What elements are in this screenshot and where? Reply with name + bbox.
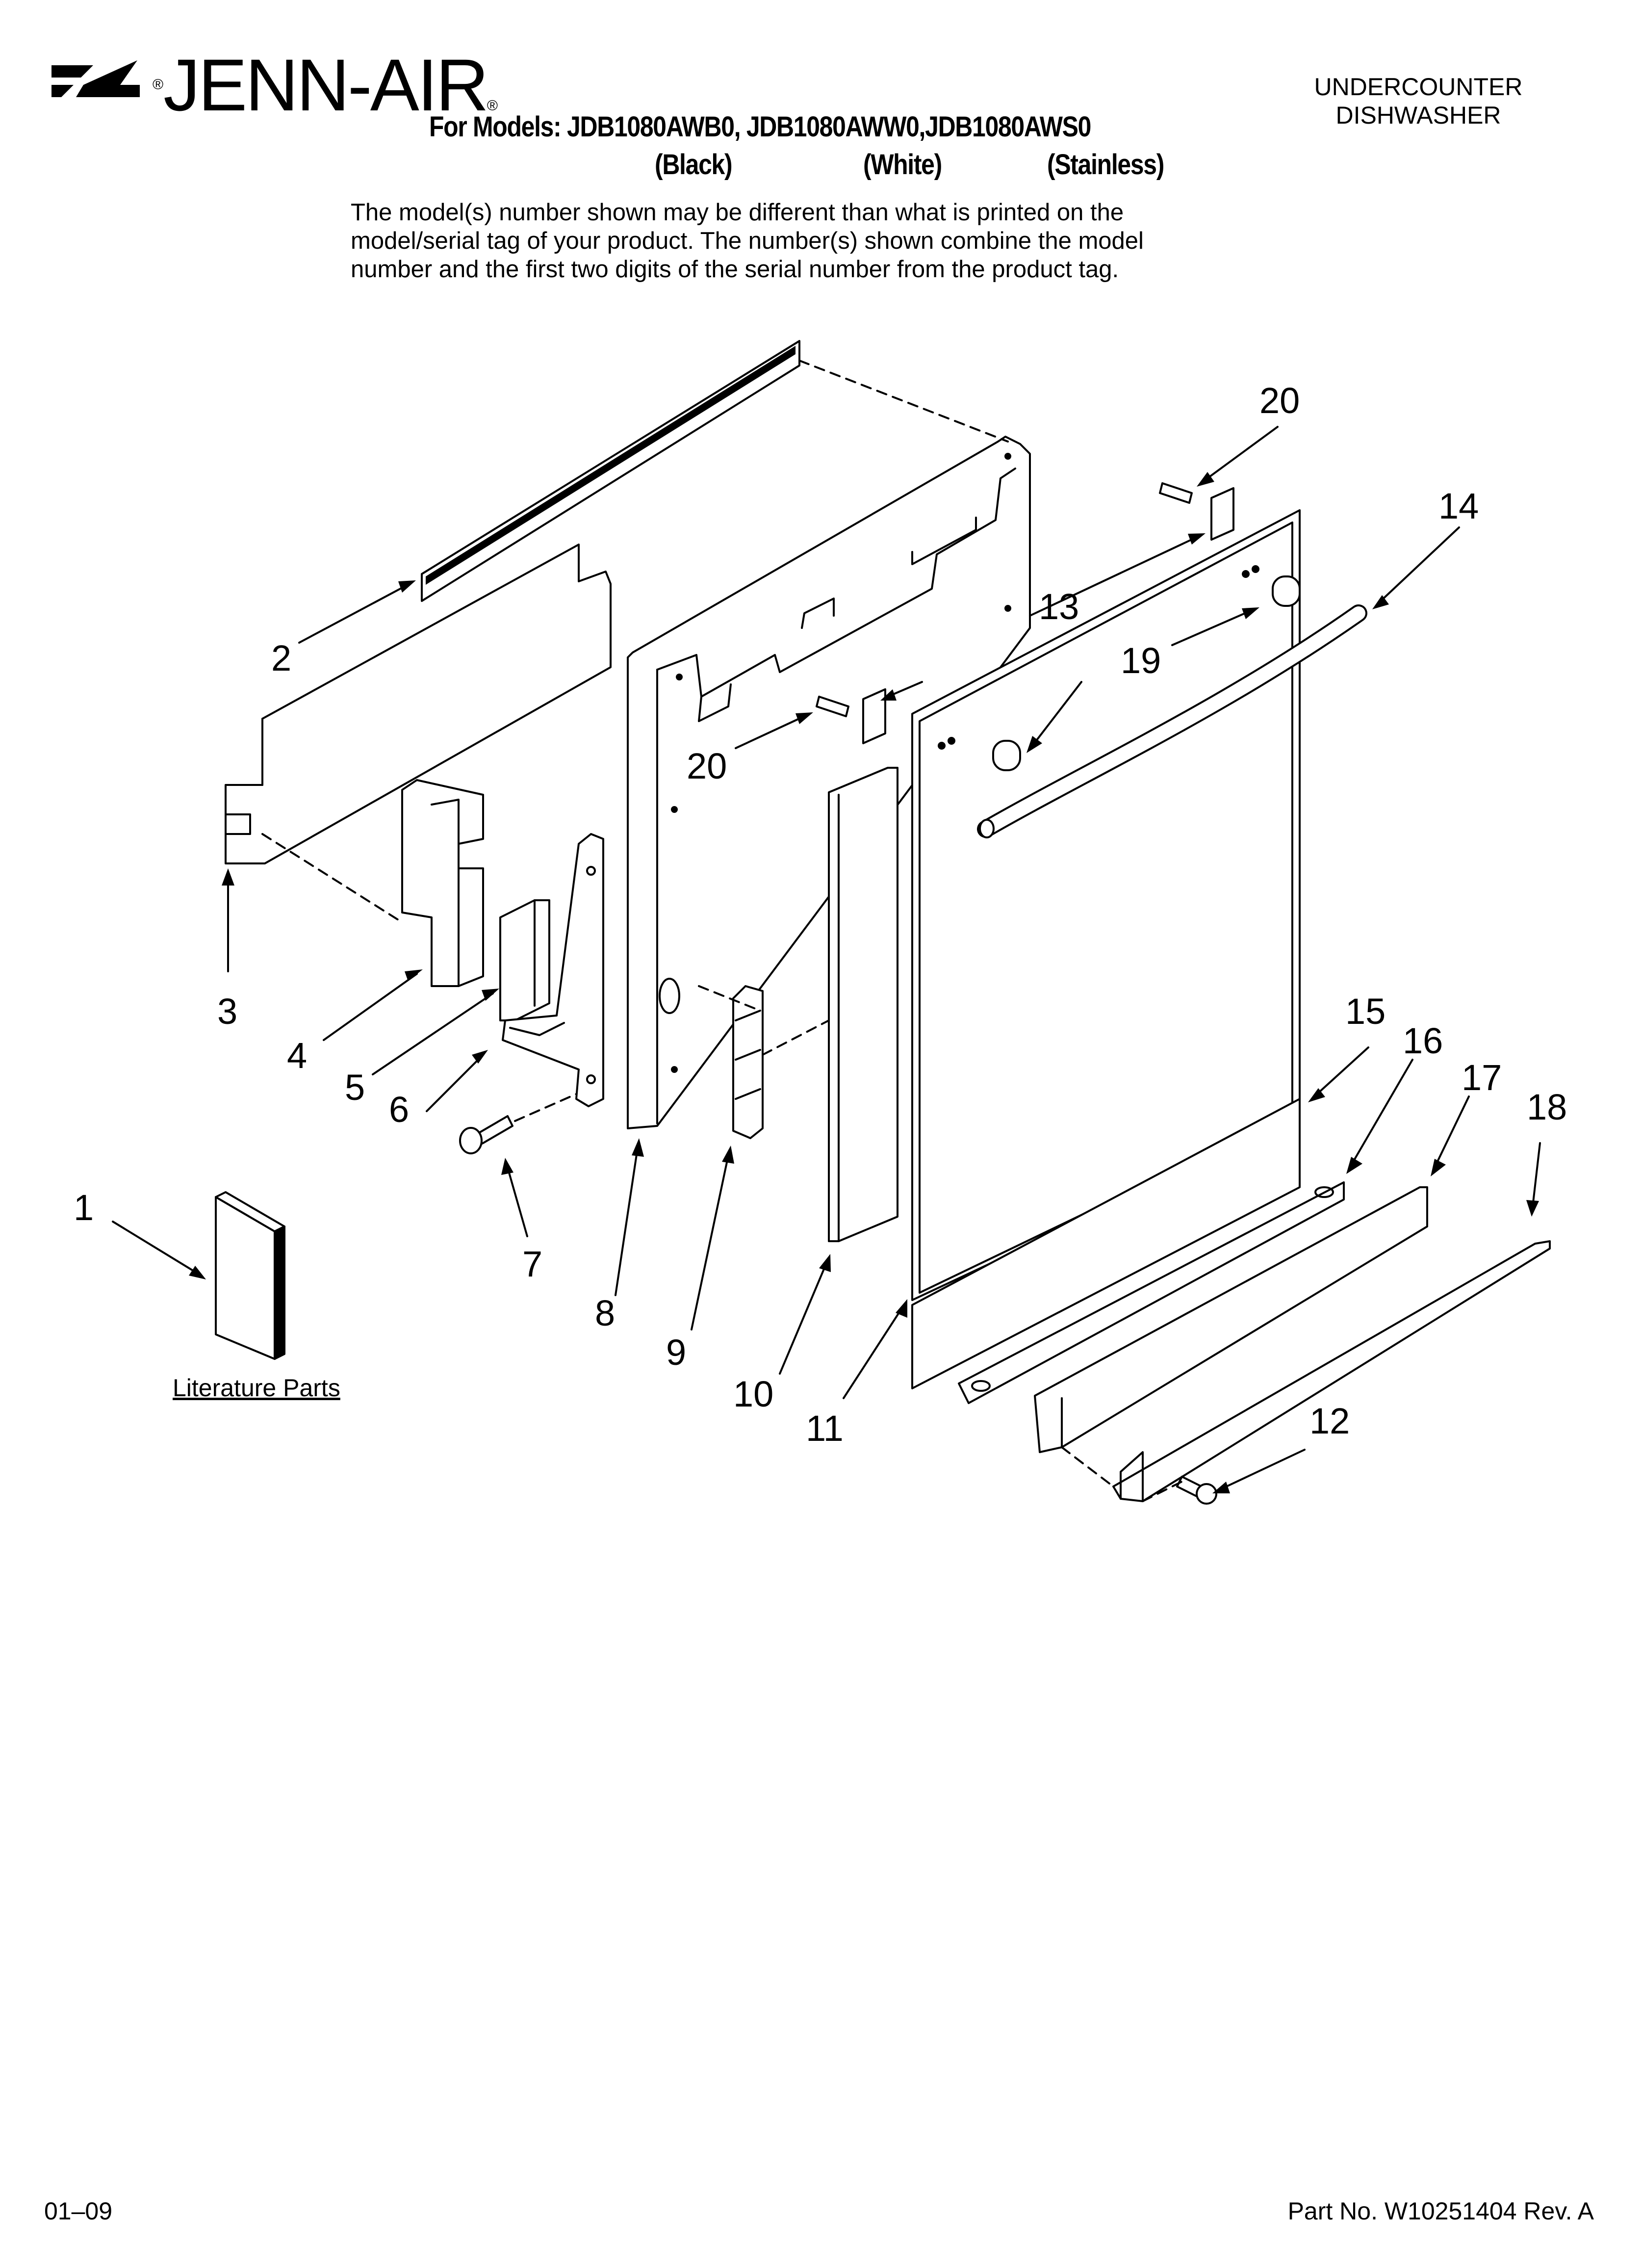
part-number: Part No. W10251404 Rev. A	[1287, 2197, 1594, 2225]
part-12-screw	[1176, 1476, 1217, 1505]
disclaimer-line: model/serial tag of your product. The nu…	[351, 228, 1144, 254]
appliance-category: UNDERCOUNTER DISHWASHER	[1247, 73, 1590, 130]
part-3-insulation-panel	[225, 544, 612, 864]
callout-9: 9	[666, 1332, 687, 1373]
model-disclaimer: The model(s) number shown may be differe…	[351, 198, 1332, 284]
callout-12: 12	[1309, 1401, 1350, 1441]
part-16-rail	[958, 1181, 1345, 1404]
callout-20-left: 20	[687, 746, 727, 786]
part-17-rail	[1034, 1186, 1428, 1453]
models-heading: For Models: JDB1080AWB0, JDB1080AWW0,JDB…	[429, 111, 1091, 143]
part-19-end-caps	[992, 575, 1301, 771]
callout-20-top: 20	[1259, 380, 1300, 421]
callout-5: 5	[345, 1067, 365, 1108]
part-2-top-strip	[421, 340, 800, 602]
callout-11: 11	[806, 1408, 844, 1449]
leader-arrows	[112, 426, 1541, 1493]
brand-logo: ®JENN-AIR®	[47, 48, 498, 143]
part-14-handle	[977, 604, 1367, 838]
date-code: 01–09	[44, 2197, 113, 2225]
disclaimer-line: The model(s) number shown may be differe…	[351, 199, 1124, 226]
part-18-kickplate	[1112, 1240, 1551, 1502]
literature-parts-label: Literature Parts	[173, 1374, 340, 1402]
variant-black: (Black)	[655, 149, 733, 181]
callout-15: 15	[1345, 991, 1386, 1032]
variant-stainless: (Stainless)	[1047, 149, 1164, 181]
part-20-screws	[816, 482, 1193, 717]
callout-13: 13	[1039, 586, 1079, 627]
part-6-hinge-bracket	[502, 833, 604, 1107]
disclaimer-line: number and the first two digits of the s…	[351, 256, 1119, 283]
category-line-2: DISHWASHER	[1335, 102, 1501, 129]
part-4-bracket	[401, 779, 484, 987]
variant-white: (White)	[863, 149, 942, 181]
callout-4: 4	[287, 1035, 308, 1076]
assembly-lines	[261, 360, 1183, 1502]
callout-7: 7	[522, 1244, 543, 1284]
callout-19: 19	[1121, 640, 1161, 681]
part-1-literature	[215, 1191, 285, 1360]
jenn-air-emblem-icon	[51, 60, 140, 97]
part-5-pad	[499, 899, 550, 1021]
brand-name: JENN-AIR	[163, 44, 489, 126]
callout-18: 18	[1527, 1087, 1567, 1127]
part-15-toe-panel	[911, 1098, 1301, 1389]
part-13-mounting-plates	[862, 487, 1234, 744]
part-10-inner-panel	[828, 767, 898, 1242]
callout-8: 8	[595, 1293, 616, 1333]
callout-14: 14	[1438, 486, 1479, 526]
callout-3: 3	[217, 991, 238, 1032]
callout-6: 6	[389, 1089, 410, 1130]
category-line-1: UNDERCOUNTER	[1314, 73, 1523, 101]
callout-2: 2	[271, 638, 292, 678]
callout-1: 1	[74, 1187, 94, 1228]
callout-17: 17	[1462, 1057, 1502, 1098]
part-7-screw	[459, 1115, 513, 1154]
part-9-clip	[732, 985, 764, 1139]
callout-16: 16	[1403, 1020, 1443, 1061]
callout-10: 10	[733, 1374, 774, 1414]
